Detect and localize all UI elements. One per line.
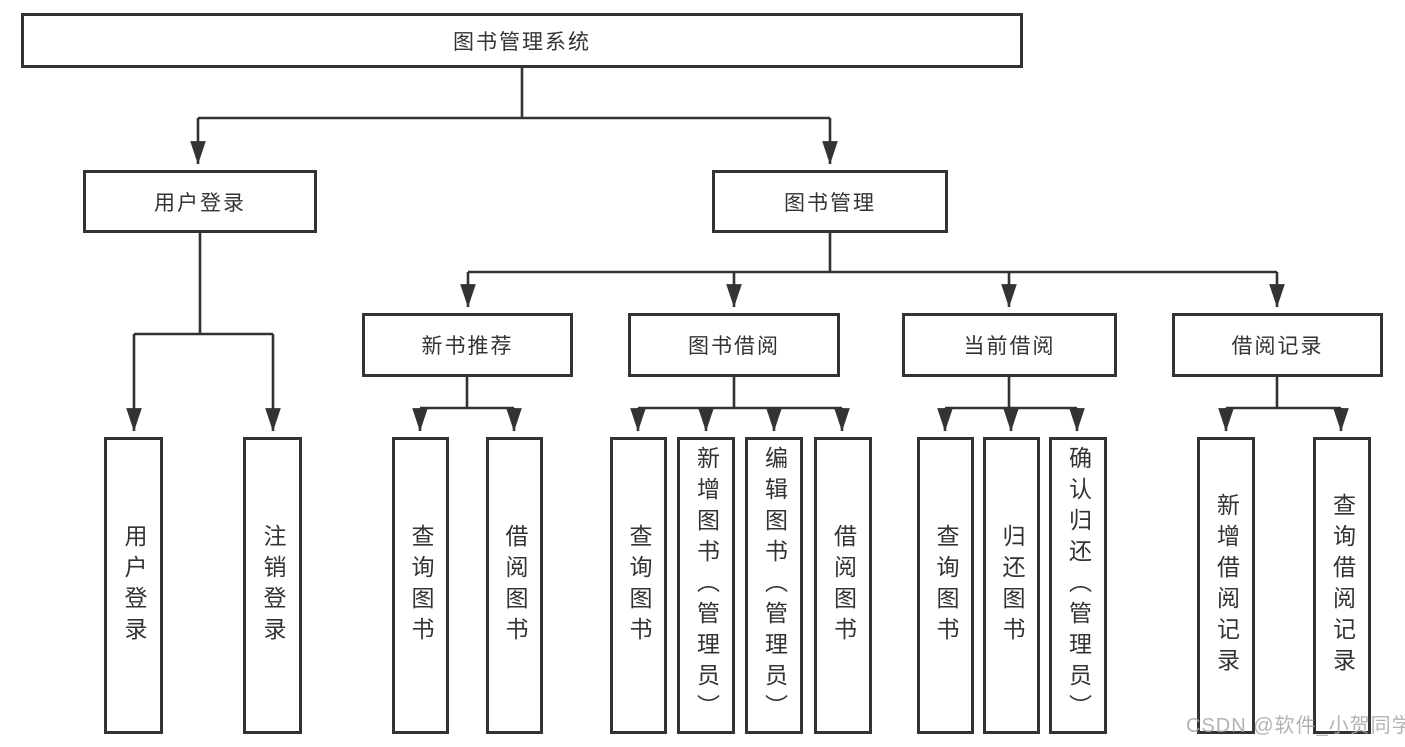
leaf-label: 确认归还（管理员） bbox=[1065, 446, 1092, 725]
leaf-label: 借阅图书 bbox=[502, 523, 528, 648]
leaf-edit-book-admin: 编辑图书（管理员） bbox=[745, 437, 803, 734]
leaf-label: 归还图书 bbox=[999, 523, 1025, 648]
leaf-label: 查询图书 bbox=[933, 523, 959, 648]
leaf-label: 查询借阅记录 bbox=[1329, 492, 1356, 679]
node-borrowing-records: 借阅记录 bbox=[1172, 313, 1383, 377]
node-user-login-branch: 用户登录 bbox=[83, 170, 317, 233]
leaf-return-books: 归还图书 bbox=[983, 437, 1040, 734]
node-current-borrowing: 当前借阅 bbox=[902, 313, 1117, 377]
node-root-system: 图书管理系统 bbox=[21, 13, 1023, 68]
leaf-label: 编辑图书（管理员） bbox=[761, 446, 788, 725]
leaf-current-query-books: 查询图书 bbox=[917, 437, 974, 734]
leaf-logout: 注销登录 bbox=[243, 437, 302, 734]
leaf-borrow-books: 借阅图书 bbox=[814, 437, 872, 734]
node-book-borrowing: 图书借阅 bbox=[628, 313, 840, 377]
leaf-add-borrow-record: 新增借阅记录 bbox=[1197, 437, 1255, 734]
leaf-query-borrow-record: 查询借阅记录 bbox=[1313, 437, 1371, 734]
leaf-user-login: 用户登录 bbox=[104, 437, 163, 734]
leaf-label: 借阅图书 bbox=[830, 523, 857, 648]
leaf-borrow-query-books: 查询图书 bbox=[610, 437, 667, 734]
leaf-recommend-query-books: 查询图书 bbox=[392, 437, 449, 734]
leaf-label: 查询图书 bbox=[626, 523, 652, 648]
leaf-label: 查询图书 bbox=[408, 523, 434, 648]
node-new-book-recommendation: 新书推荐 bbox=[362, 313, 573, 377]
leaf-confirm-return-admin: 确认归还（管理员） bbox=[1049, 437, 1107, 734]
node-book-management-branch: 图书管理 bbox=[712, 170, 948, 233]
leaf-add-book-admin: 新增图书（管理员） bbox=[677, 437, 735, 734]
leaf-label: 新增图书（管理员） bbox=[693, 446, 720, 725]
leaf-recommend-borrow-books: 借阅图书 bbox=[486, 437, 543, 734]
leaf-label: 新增借阅记录 bbox=[1213, 492, 1240, 679]
leaf-label: 注销登录 bbox=[260, 523, 286, 648]
leaf-label: 用户登录 bbox=[121, 523, 147, 648]
